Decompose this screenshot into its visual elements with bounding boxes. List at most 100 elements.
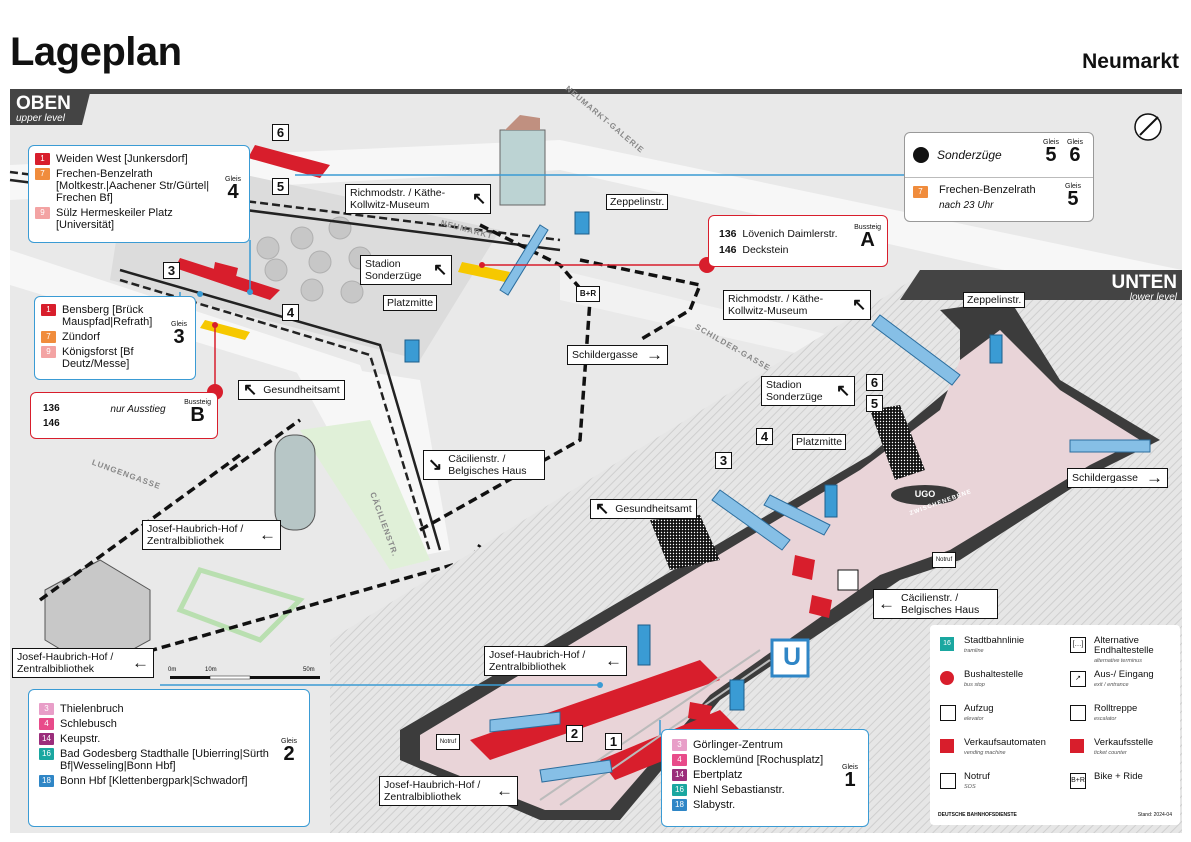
bus-a-box: 136 Lövenich Daimlerstr. 146 Deckstein B… <box>708 215 888 267</box>
line-badge: 14 <box>672 769 687 781</box>
exit-sign-gesundheit-lower[interactable]: ↖ Gesundheitsamt <box>590 499 697 519</box>
track-marker-1: 1 <box>605 733 622 750</box>
exit-sign-richmod-upper[interactable]: Richmodstr. / Käthe-Kollwitz-Museum ↖ <box>345 184 492 214</box>
arrow-icon: ← <box>878 594 895 613</box>
line-destination: Zündorf <box>62 331 100 343</box>
exit-sign-schilder-upper[interactable]: Schildergasse → <box>567 345 668 365</box>
track-marker-6-lower: 6 <box>866 374 883 391</box>
ubahn-sign-frame <box>770 638 810 678</box>
line-badge: 9 <box>41 346 56 358</box>
exit-sign-stadion-lower[interactable]: Stadion Sonderzüge ↖ <box>761 376 856 406</box>
track-marker-4-upper: 4 <box>282 304 299 321</box>
legend--icon: […] <box>1070 637 1086 653</box>
upper-level-label: OBEN upper level <box>16 93 71 124</box>
legend-footer-right: Stand: 2024-04 <box>1137 812 1172 818</box>
line-destination: Sülz Hermeskeiler Platz [Universität] <box>56 207 173 231</box>
arrow-icon: ↖ <box>472 189 487 208</box>
lower-platform <box>470 660 720 760</box>
track-marker-3-upper: 3 <box>163 262 180 279</box>
lower-concourse-floor <box>420 330 1140 810</box>
arrow-icon: ← <box>132 653 149 672</box>
track-marker-5-lower: 5 <box>866 395 883 412</box>
ubahn-icon: U <box>782 643 802 671</box>
track-marker-4-lower: 4 <box>756 428 773 445</box>
arrow-icon: ↖ <box>595 499 610 518</box>
line-badge: 4 <box>39 718 54 730</box>
track-marker-2: 2 <box>566 725 583 742</box>
sos-icon: Notruf <box>436 734 460 750</box>
exit-sign-haubrich-upper[interactable]: Josef-Haubrich-Hof / Zentralbibliothek ← <box>142 520 281 550</box>
sos-icon: Notruf <box>932 552 956 568</box>
line-destination: Bocklemünd [Rochusplatz] <box>693 754 824 766</box>
arrow-icon: ↖ <box>433 260 448 279</box>
scale-label-50: 50m <box>303 667 315 673</box>
line-badge: 16 <box>672 784 687 796</box>
track-marker-6-upper: 6 <box>272 124 289 141</box>
page-title: Lageplan <box>10 30 182 74</box>
legend-ticket-icon <box>940 739 954 753</box>
ugo-badge: UGO <box>914 489 936 499</box>
exit-sign-gesundheit-upper[interactable]: ↖ Gesundheitsamt <box>238 380 345 400</box>
exit-sign-haubrich-mid[interactable]: Josef-Haubrich-Hof / Zentralbibliothek ← <box>484 646 627 676</box>
line-badge: 1 <box>41 304 56 316</box>
football-icon <box>913 147 929 163</box>
line-badge: 4 <box>672 754 687 766</box>
line-badge: 18 <box>672 799 687 811</box>
scale-label-0: 0m <box>168 667 177 673</box>
exit-sign-caecilien-lower[interactable]: ← Cäcilienstr. / Belgisches Haus <box>873 589 998 619</box>
arrow-icon: ↖ <box>852 295 867 314</box>
exit-sign-haubrich-left[interactable]: Josef-Haubrich-Hof / Zentralbibliothek ← <box>12 648 154 678</box>
legend-lift-icon <box>940 705 956 721</box>
line-row: 4 Bocklemünd [Rochusplatz] <box>672 754 832 766</box>
exit-sign-richmod-lower[interactable]: Richmodstr. / Käthe-Kollwitz-Museum ↖ <box>723 290 872 320</box>
line-badge: 9 <box>35 207 50 219</box>
legend-footer-left: DEUTSCHE BAHNHOFSDIENSTE <box>938 812 1017 818</box>
legend-bus-icon <box>940 671 954 685</box>
line-destination: Niehl Sebastianstr. <box>693 784 785 796</box>
legend-16-icon: 16 <box>940 637 954 651</box>
legend-BR-icon: B+R <box>1070 773 1086 789</box>
legend-esc-icon <box>1070 705 1086 721</box>
exit-sign-schilder-lower[interactable]: Schildergasse → <box>1067 468 1168 488</box>
lift-label-platzmitte-lower: Platzmitte <box>792 434 847 450</box>
line-badge: 16 <box>39 748 54 760</box>
arrow-icon: → <box>1145 468 1163 487</box>
line-row: 9 Sülz Hermeskeiler Platz [Universität] <box>35 207 215 231</box>
lower-level-label: UNTEN lower level <box>1111 272 1177 303</box>
line-badge: 18 <box>39 775 54 787</box>
exit-sign-caecilien-upper[interactable]: ↘ Cäcilienstr. / Belgisches Haus <box>423 450 546 480</box>
bus-stop-a <box>458 262 510 282</box>
line-destination: Bensberg [Brück Mauspfad|Refrath] <box>62 304 153 328</box>
exit-sign-haubrich-bottom[interactable]: Josef-Haubrich-Hof / Zentralbibliothek ← <box>379 776 518 806</box>
line-badge: 3 <box>672 739 687 751</box>
line-badge: 3 <box>39 703 54 715</box>
exit-sign-stadion-upper[interactable]: Stadion Sonderzüge ↖ <box>360 255 453 285</box>
arrow-icon: ↖ <box>243 380 258 399</box>
